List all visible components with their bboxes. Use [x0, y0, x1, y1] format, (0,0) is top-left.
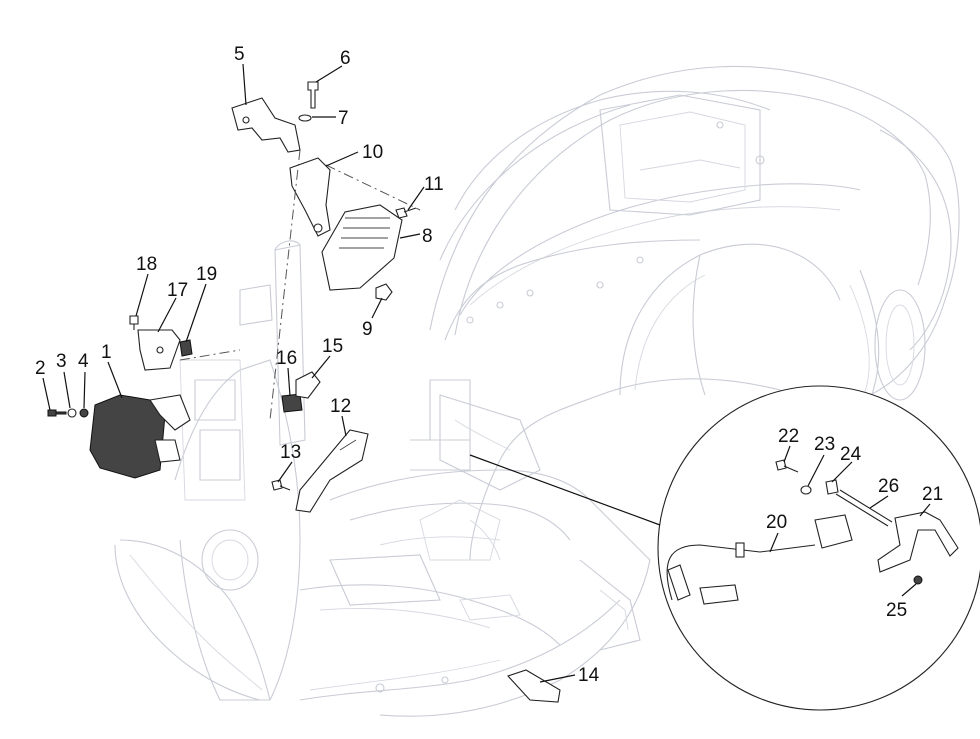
callout-7: 7: [338, 108, 349, 129]
part-1-regulator: [89, 394, 166, 479]
part-8-relay-box: [321, 204, 403, 291]
callout-20: 20: [766, 512, 787, 533]
part-9-nut: [375, 283, 393, 301]
callout-18: 18: [136, 254, 157, 275]
part-10-bracket: [289, 157, 331, 237]
part-13-bolt: [271, 479, 291, 491]
callout-6: 6: [340, 48, 351, 69]
leader-lines: [42, 63, 931, 683]
callout-10: 10: [362, 142, 383, 163]
detail-inset-circle: [657, 385, 980, 711]
part-11-bolt: [395, 207, 417, 219]
part-20-ignition-coil-lead: [666, 544, 816, 601]
part-18-bolt: [129, 315, 139, 330]
part-12-bracket: [295, 429, 369, 513]
parts: [47, 81, 561, 703]
callout-15: 15: [322, 336, 343, 357]
part-22-bolt: [775, 459, 799, 473]
callout-11: 11: [424, 174, 444, 195]
part-26-cable: [835, 489, 893, 527]
part-23-washer: [800, 485, 812, 495]
callout-17: 17: [167, 280, 188, 301]
part-14-plate: [507, 669, 561, 703]
callout-19: 19: [196, 264, 217, 285]
callout-3: 3: [56, 351, 67, 372]
callout-14: 14: [578, 665, 600, 686]
part-15-clamp: [295, 371, 321, 399]
part-3-washer: [67, 408, 77, 418]
callout-1: 1: [101, 342, 112, 363]
callout-23: 23: [814, 434, 835, 455]
part-4-washer: [79, 408, 89, 418]
callout-22: 22: [778, 426, 799, 447]
callout-8: 8: [422, 226, 433, 247]
scooter-body-outline: [114, 65, 960, 717]
callout-13: 13: [280, 442, 301, 463]
part-5-bracket: [231, 97, 301, 153]
callout-4: 4: [78, 351, 89, 372]
part-6-bolt: [307, 81, 319, 109]
part-16-grommet: [281, 393, 303, 413]
detail-inset: [657, 385, 980, 711]
part-21-bracket: [877, 511, 959, 573]
part-7-washer: [298, 114, 312, 122]
part-2-bolt: [47, 409, 67, 417]
callout-2: 2: [35, 358, 46, 379]
part-19-clip: [179, 339, 193, 357]
callout-24: 24: [840, 444, 862, 465]
callout-9: 9: [362, 319, 373, 340]
part-24-cap: [825, 479, 839, 495]
callout-26: 26: [878, 476, 899, 497]
callout-21: 21: [922, 484, 943, 505]
callout-12: 12: [330, 396, 351, 417]
callout-5: 5: [234, 44, 245, 65]
part-25-nut: [913, 575, 923, 585]
callout-16: 16: [276, 348, 297, 369]
assembly-lines: [179, 149, 661, 526]
callout-25: 25: [886, 600, 907, 621]
callout-labels: 1 2 3 4 5 6 7 8 9 10 11 12 13 14 15 16 1…: [35, 44, 943, 686]
